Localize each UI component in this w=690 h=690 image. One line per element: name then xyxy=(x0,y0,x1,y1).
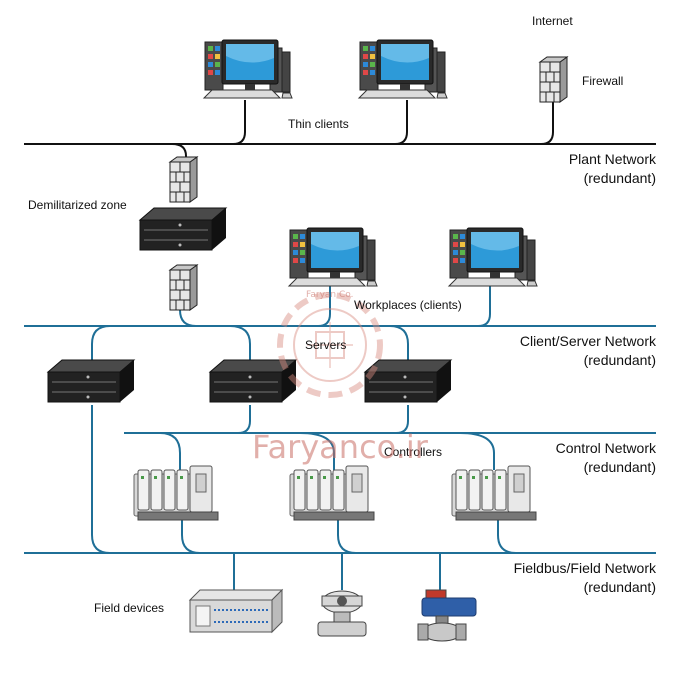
valve-actuator-icon xyxy=(417,589,477,642)
thin-clients-label: Thin clients xyxy=(288,117,349,131)
controller-icon xyxy=(133,465,219,521)
client-server-network-note: (redundant) xyxy=(583,352,656,368)
client-server-network-name: Client/Server Network xyxy=(519,333,656,349)
plant-network-note: (redundant) xyxy=(583,170,656,186)
thin-client-computer-icon xyxy=(358,39,448,99)
pressure-transmitter-icon xyxy=(317,590,367,637)
server-icon xyxy=(364,359,452,403)
thin-client-computer-icon xyxy=(203,39,293,99)
control-network-label: Control Network (redundant) xyxy=(556,439,656,477)
fieldbus-network-label: Fieldbus/Field Network (redundant) xyxy=(514,559,656,597)
server-icon xyxy=(47,359,135,403)
controller-icon xyxy=(289,465,375,521)
network-connectors xyxy=(91,285,517,593)
plant-connectors xyxy=(171,100,554,170)
firewall-label: Firewall xyxy=(582,74,624,88)
fieldbus-network-name: Fieldbus/Field Network xyxy=(513,560,656,576)
watermark-text: Faryanco.ir xyxy=(252,428,428,466)
fieldbus-network-note: (redundant) xyxy=(583,579,656,595)
dmz-upper-firewall-icon xyxy=(169,156,198,203)
workplaces-label: Workplaces (clients) xyxy=(354,298,462,312)
dmz-server-icon xyxy=(139,207,227,251)
field-devices-label: Field devices xyxy=(94,601,165,615)
control-network-note: (redundant) xyxy=(583,459,656,475)
io-module-field-device-icon xyxy=(188,588,284,634)
controller-icon xyxy=(451,465,537,521)
dmz-lower-firewall-icon xyxy=(169,264,198,311)
internet-firewall-icon xyxy=(539,56,568,103)
watermark-logo-text: Faryan Co. xyxy=(306,290,354,300)
workplace-computer-icon xyxy=(448,227,538,287)
dmz-label: Demilitarized zone xyxy=(28,198,127,212)
client-server-network-label: Client/Server Network (redundant) xyxy=(520,332,656,370)
control-network-name: Control Network xyxy=(555,440,656,456)
workplace-computer-icon xyxy=(288,227,378,287)
plant-network-label: Plant Network (redundant) xyxy=(569,150,656,188)
watermark-gear-logo xyxy=(277,292,383,398)
plant-network-name: Plant Network xyxy=(568,151,656,167)
internet-label: Internet xyxy=(532,14,573,28)
controllers-label: Controllers xyxy=(384,445,443,459)
servers-label: Servers xyxy=(305,338,347,352)
